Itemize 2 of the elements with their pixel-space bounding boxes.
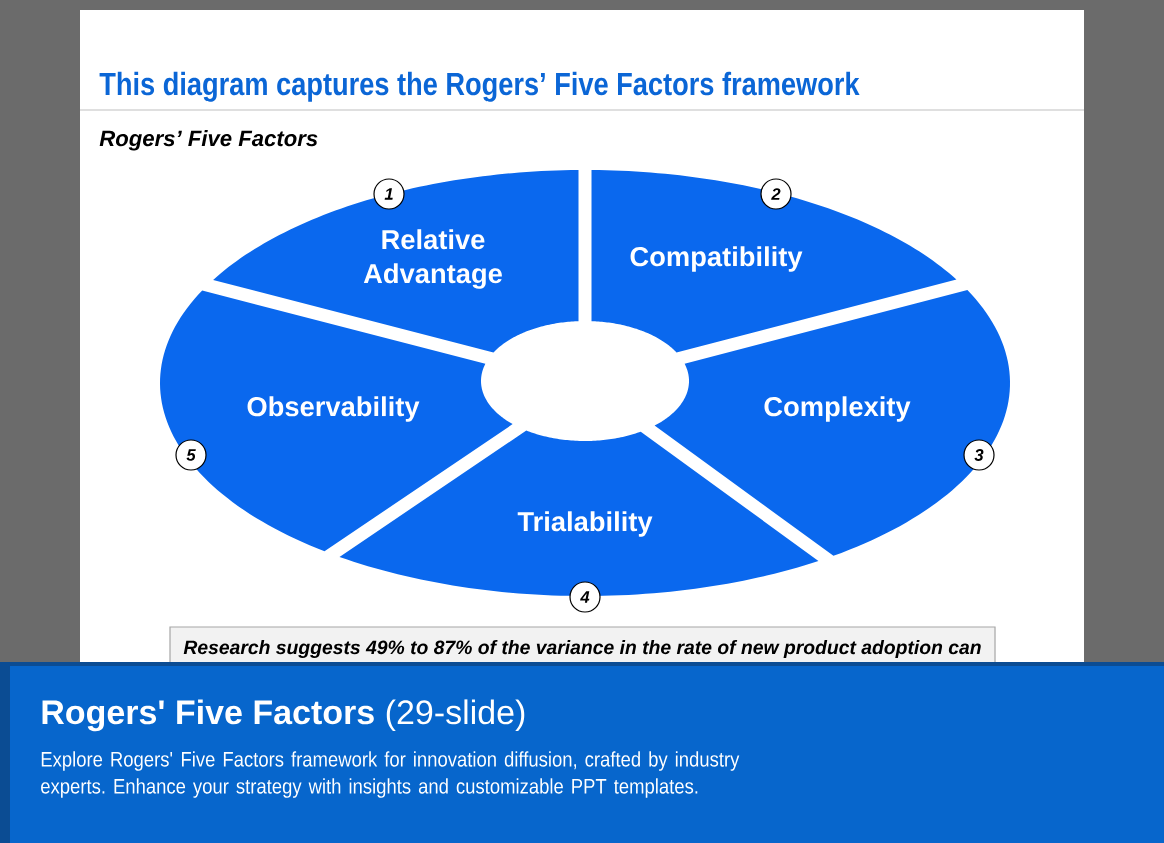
banner-description: Explore Rogers' Five Factors framework for innovation diffusion, crafted by industry experts. Enhance your strategy with insights and customizable PPT templates.	[41, 751, 740, 798]
banner-heading: Rogers' Five Factors (29-slide)	[42, 699, 525, 732]
